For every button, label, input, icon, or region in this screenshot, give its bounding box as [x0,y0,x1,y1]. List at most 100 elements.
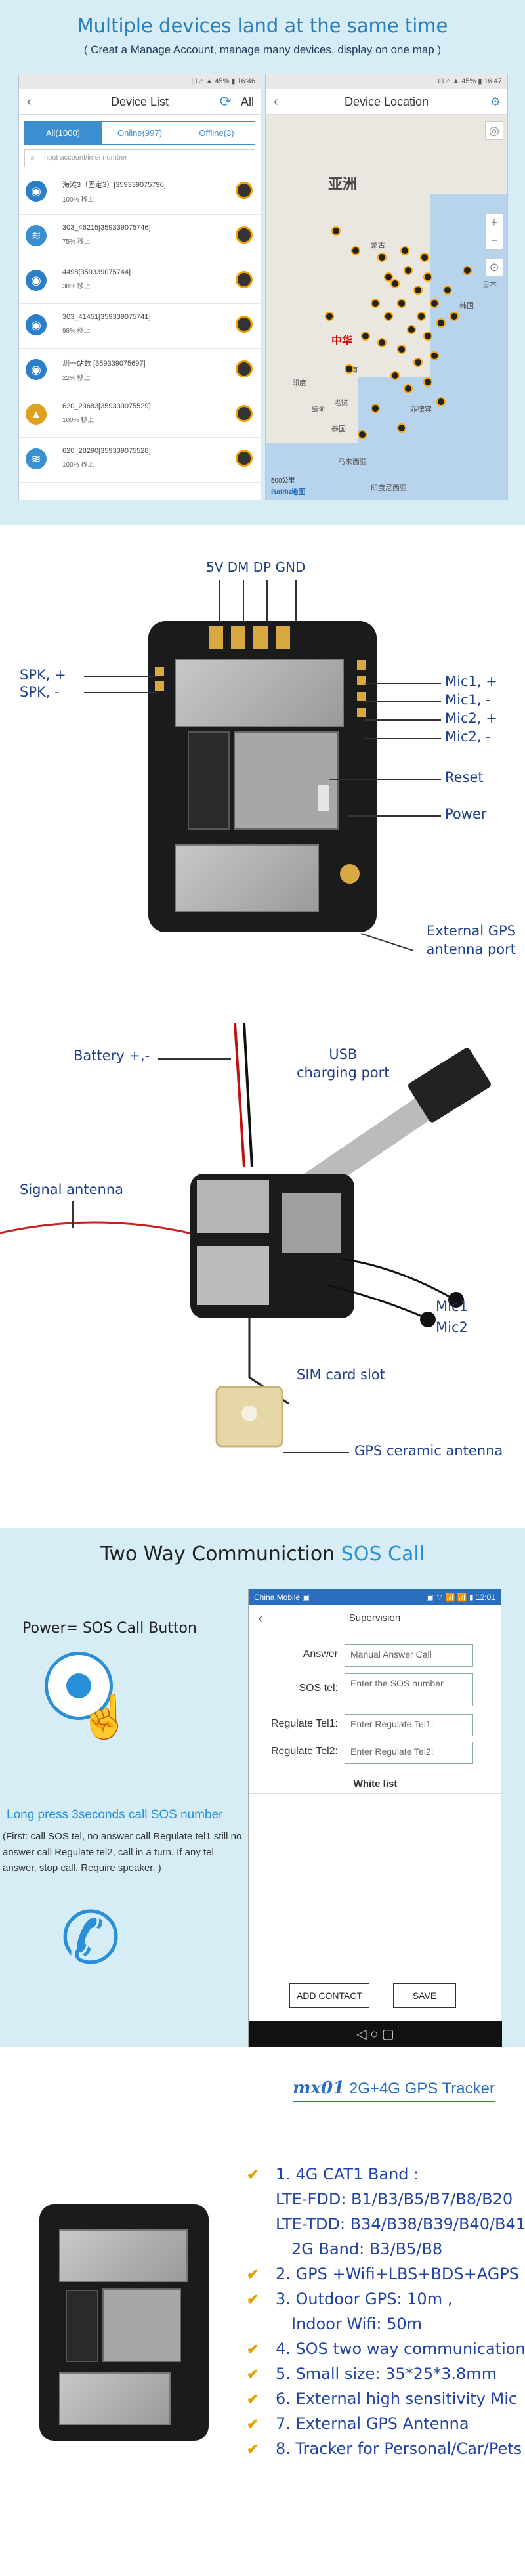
device-marker[interactable] [450,312,459,321]
device-status: 22% 移上 [62,375,91,382]
device-marker[interactable] [384,312,393,321]
device-marker[interactable] [404,384,413,393]
device-marker[interactable] [397,423,406,433]
system-nav-bar[interactable]: ◁ ○ ▢ [249,2021,502,2047]
device-marker[interactable] [358,430,367,439]
product-tagline: 2G+4G GPS Tracker [345,2080,495,2097]
device-row[interactable]: ≋303_46215[359339075746]75% 移上 [19,215,261,259]
sim-slot [102,2288,181,2362]
device-list-screen: ⊡ ⌂ ▲ 45% ▮ 16:46 ‹ Device List ⟳ All Al… [18,74,261,500]
device-row[interactable]: ◉4498[359339075744]38% 移上 [19,259,261,304]
search-input[interactable]: ⌕ Input account/imei number [24,149,255,167]
sos-tel-label: SOS tel: [299,1683,338,1694]
map-label: 蒙古 [371,242,385,249]
answer-select[interactable]: Manual Answer Call [345,1644,473,1667]
mic-pad [357,676,366,685]
add-contact-button[interactable]: ADD CONTACT [289,1983,369,2008]
device-marker[interactable] [423,377,432,387]
sea-area [358,377,436,500]
device-row[interactable]: ◉测一站数 [359339075697]22% 移上 [19,349,261,393]
feature-item: 5. Small size: 35*25*3.8mm [276,2365,497,2383]
device-marker[interactable] [345,364,354,374]
refresh-icon[interactable]: ⟳ [219,93,232,110]
device-marker[interactable] [407,325,416,334]
tab-offline[interactable]: Offline(3) [199,128,234,138]
regulate-tel1-label: Regulate Tel1: [271,1718,338,1729]
device-marker[interactable] [430,299,439,308]
device-marker[interactable] [390,371,400,380]
pin-pad [253,626,268,649]
device-marker[interactable] [361,332,370,341]
device-marker[interactable] [423,272,432,282]
device-marker[interactable] [413,286,423,295]
device-marker[interactable] [443,286,452,295]
sos-button-icon [45,1652,113,1720]
all-button[interactable]: All [240,95,254,108]
device-avatar [236,226,253,244]
regulate-tel2-input[interactable]: Enter Regulate Tel2: [345,1742,473,1764]
device-marker[interactable] [430,351,439,360]
settings-icon[interactable]: ⚙ [490,95,501,108]
device-status: 100% 移上 [62,462,94,469]
check-icon: ✔ [247,2166,259,2183]
globe-icon: ◉ [26,181,47,202]
search-placeholder: Input account/imei number [42,154,127,161]
device-marker[interactable] [377,253,387,262]
device-marker[interactable] [351,246,360,255]
device-marker[interactable] [371,299,380,308]
save-button[interactable]: SAVE [393,1983,456,2008]
device-avatar [236,316,253,333]
wifi-icon: ≋ [26,448,47,469]
device-marker[interactable] [417,312,426,321]
page-title: Device List [110,95,169,108]
device-marker[interactable] [420,253,429,262]
device-marker[interactable] [325,312,334,321]
device-marker[interactable] [331,226,341,236]
locate-icon[interactable]: ⊙ [485,258,503,276]
device-marker[interactable] [436,397,446,406]
device-marker[interactable] [413,358,423,367]
device-status: 38% 移上 [62,283,91,290]
sos-tel-input[interactable]: Enter the SOS number [345,1673,473,1706]
reset-button [318,785,329,811]
device-row[interactable]: ▲620_29683[359339075529]100% 移上 [19,393,261,438]
sos-title-highlight: SOS Call [341,1543,425,1566]
device-marker[interactable] [436,318,446,328]
tab-online[interactable]: Online(997) [102,122,178,144]
regulate-tel1-input[interactable]: Enter Regulate Tel1: [345,1714,473,1736]
device-marker[interactable] [397,299,406,308]
device-marker[interactable] [377,338,387,347]
device-row[interactable]: ◉303_41451[359339075741]98% 移上 [19,304,261,349]
back-icon[interactable]: ‹ [27,95,32,109]
device-marker[interactable] [397,345,406,354]
feature-item: 4. SOS two way communication [276,2340,525,2358]
pin-pad [209,626,223,649]
device-marker[interactable] [384,272,393,282]
back-icon[interactable]: ‹ [274,95,278,109]
layers-icon[interactable]: ◎ [485,121,503,140]
sos-tel-row: SOS tel: Enter the SOS number [249,1671,502,1710]
device-row[interactable]: ◉海滩3（固定3）[359339075796]100% 移上 [19,170,261,215]
device-row[interactable]: ≋620_28290[359339075528]100% 移上 [19,438,261,483]
device-marker[interactable] [404,266,413,275]
tab-all[interactable]: All(1000) [25,122,102,144]
device-marker[interactable] [423,332,432,341]
device-marker[interactable] [371,404,380,413]
device-status: 100% 移上 [62,417,94,424]
pin-pad [276,626,290,649]
map-label: 印度尼西亚 [371,484,407,492]
device-map[interactable]: 亚洲 中华 蒙古 韩国 日本 印度 泰国 菲律宾 马来西亚 印度尼西亚 越南 老… [266,115,507,500]
leader-line [72,1201,74,1228]
leader-line [365,738,441,739]
page-title: Device Location [344,95,429,108]
device-marker[interactable] [463,266,472,275]
device-marker[interactable] [400,246,410,255]
device-marker[interactable] [390,279,400,288]
device-avatar [236,450,253,467]
map-brand-logo: Baidu地图 [271,488,306,496]
map-label: 缅甸 [312,406,325,414]
zoom-control[interactable]: +− [485,213,503,250]
power-label: Power [445,806,487,822]
regulate-tel1-row: Regulate Tel1: Enter Regulate Tel1: [249,1711,502,1740]
back-icon[interactable]: ‹ [258,1610,263,1626]
